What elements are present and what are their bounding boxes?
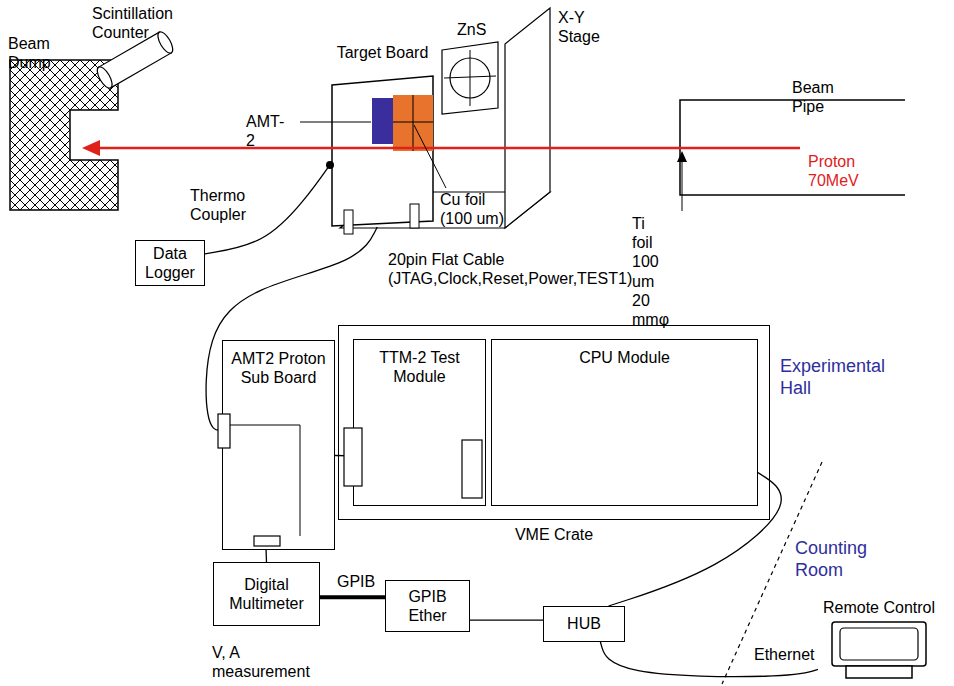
label-holder: ZnS <box>457 20 486 39</box>
cable <box>609 473 782 606</box>
callout-label: Beam Dump <box>8 34 51 72</box>
callout-label: 20pin Flat Cable (JTAG,Clock,Reset,Power… <box>388 250 688 288</box>
leader-line <box>300 122 371 123</box>
node-label: HUB <box>548 614 620 633</box>
remote-monitor: Remote Control <box>818 598 940 682</box>
board-clip <box>344 210 353 234</box>
callout-label: Ti foil 100 um 20 mmφ <box>632 214 669 329</box>
cable <box>470 619 543 620</box>
node-label: Remote Control <box>822 598 936 617</box>
node-label: GPIB Ether <box>390 587 465 625</box>
leader-arrowhead <box>677 151 687 162</box>
callout-label: Experimental Hall <box>780 356 885 399</box>
beam-dump <box>10 60 118 210</box>
edge-label-holder: Ethernet <box>752 645 816 664</box>
leader-line <box>682 160 683 211</box>
label-holder: Cu foil (100 um) <box>440 190 512 228</box>
callout-label: Beam Pipe <box>792 78 834 116</box>
label-holder: Experimental Hall <box>780 356 885 399</box>
node-label: Target Board <box>334 43 431 62</box>
ttm-connector <box>344 428 362 486</box>
equipment-box: VME CrateTTM-2 Test ModuleCPU Module <box>338 325 770 520</box>
callout-label: X-Y Stage <box>558 8 600 46</box>
equipment-box: TTM-2 Test Module <box>353 339 486 506</box>
cable-connector <box>218 414 230 448</box>
equipment-box: Digital Multimeter <box>213 562 320 626</box>
label-holder: X-Y Stage <box>558 8 600 46</box>
cu-foil <box>393 95 433 151</box>
label-holder: V, A measurement <box>212 643 310 681</box>
label-holder: Ti foil 100 um 20 mmφ <box>632 214 669 329</box>
label-holder: AMT-2 <box>246 112 284 150</box>
monitor-screen <box>840 628 918 660</box>
edge-label-holder: GPIB <box>335 572 377 591</box>
edge-label: Ethernet <box>752 645 816 664</box>
label-holder: Scintillation Counter <box>92 4 173 42</box>
cable <box>265 550 267 562</box>
leader-line <box>414 125 446 188</box>
foil-cross <box>393 122 433 123</box>
equipment-box: HUB <box>543 606 625 642</box>
callout-label: Proton 70MeV <box>808 152 859 190</box>
callout-label: Scintillation Counter <box>92 4 173 42</box>
edge-label: GPIB <box>335 572 377 591</box>
callout-label: Thermo Coupler <box>190 186 265 224</box>
cable <box>206 227 377 430</box>
node-label: Digital Multimeter <box>218 575 315 613</box>
board-outline <box>330 75 435 227</box>
callout-label: ZnS <box>457 20 486 39</box>
target-board: Target Board <box>330 75 435 227</box>
amt2-chip <box>372 98 393 144</box>
node-label: VME Crate <box>343 525 765 544</box>
cable <box>600 642 818 677</box>
label-holder: Beam Pipe <box>792 78 834 116</box>
callout-label: V, A measurement <box>212 643 310 681</box>
label-holder: Beam Dump <box>8 34 51 72</box>
equipment-box: AMT2 Proton Sub Board <box>222 340 335 550</box>
equipment-box: Data Logger <box>135 240 205 286</box>
node-label: AMT2 Proton Sub Board <box>227 349 330 387</box>
label-holder: 20pin Flat Cable (JTAG,Clock,Reset,Power… <box>388 250 688 288</box>
monitor-case <box>832 622 926 666</box>
node-label: CPU Module <box>496 348 753 367</box>
xy-stage-plate <box>505 8 550 228</box>
board-clip <box>410 204 419 228</box>
cpu-connector <box>462 440 482 498</box>
label-holder: Counting Room <box>795 538 867 581</box>
node-label: TTM-2 Test Module <box>358 348 481 386</box>
callout-label: Counting Room <box>795 538 867 581</box>
meter-connector <box>254 536 280 546</box>
label-holder: Proton 70MeV <box>808 152 859 190</box>
beam-arrowhead <box>82 140 100 156</box>
equipment-box: GPIB Ether <box>385 580 470 632</box>
monitor-base <box>846 666 912 678</box>
zns-screen <box>442 42 498 114</box>
label-holder: Thermo Coupler <box>190 186 265 224</box>
proton-beam <box>98 147 800 150</box>
callout-label: AMT-2 <box>246 112 284 150</box>
board-wiring <box>230 425 300 536</box>
thermocouple-tip <box>326 161 334 169</box>
equipment-box: CPU Module <box>491 339 758 506</box>
cable <box>320 595 385 599</box>
foil-cross <box>413 95 414 151</box>
callout-label: Cu foil (100 um) <box>440 190 512 228</box>
node-label: Data Logger <box>140 244 200 282</box>
board-shape <box>332 76 433 226</box>
